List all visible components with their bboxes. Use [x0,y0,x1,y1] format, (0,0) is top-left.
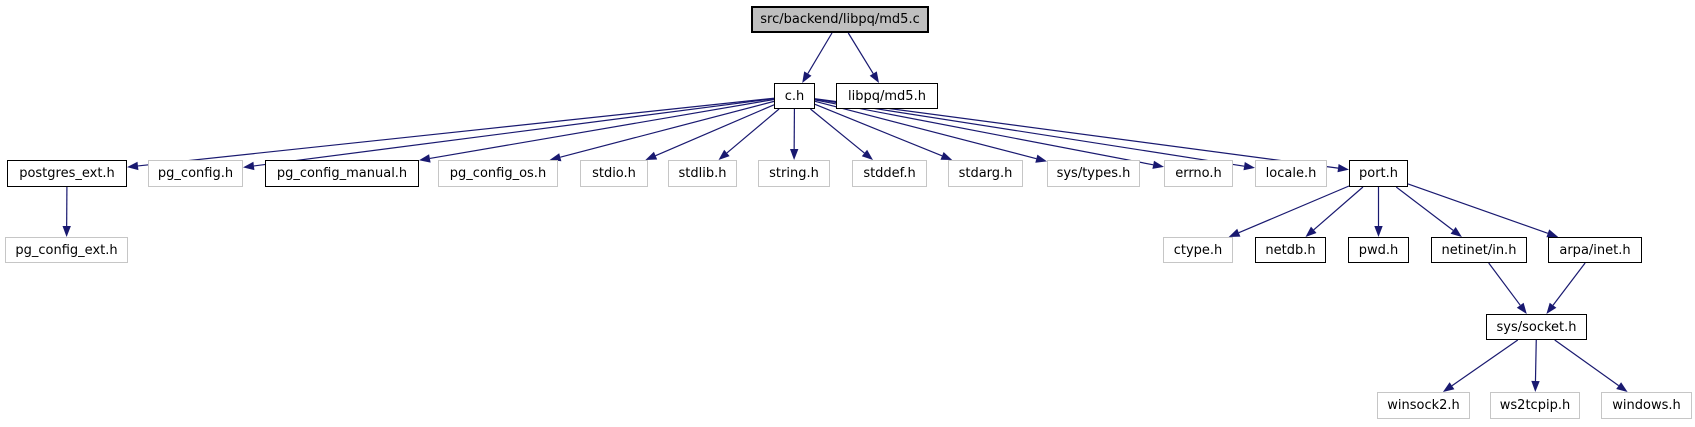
graph-node-sys-socket-h[interactable]: sys/socket.h [1486,314,1587,340]
arrowhead-icon [802,71,812,83]
graph-node-winsock2-h: winsock2.h [1377,392,1470,419]
graph-node-arpa-inet-h[interactable]: arpa/inet.h [1548,237,1642,263]
graph-node-port-h[interactable]: port.h [1349,160,1408,187]
arrowhead-icon [243,161,255,171]
edge-ch-to-locale-h [814,98,1245,167]
arrowhead-icon [1616,382,1628,392]
edge-ch-to-pg-config-h [253,98,775,167]
edge-ch-to-stdlib-h [726,108,780,154]
arrowhead-icon [1531,380,1540,392]
arrowhead-icon [1450,227,1462,237]
edge-ch-to-stdio-h [655,104,775,157]
edge-ch-to-port-h [814,98,1339,169]
graph-node-sys-types-h: sys/types.h [1047,160,1140,187]
graph-node-pg-config-ext-h: pg_config_ext.h [5,237,128,263]
graph-node-stdlib-h: stdlib.h [668,160,737,187]
graph-node-postgres-ext-h[interactable]: postgres_ext.h [7,160,127,187]
edge-ch-to-pg-config-os-h [560,100,775,158]
arrowhead-icon [1243,162,1255,171]
edge-ch-to-stdarg-h [814,103,943,157]
arrowhead-icon [790,149,799,160]
edge-root-to-libpq-md5-h [847,32,874,74]
arrowhead-icon [419,154,431,163]
arrowhead-icon [1442,382,1455,392]
graph-node-ch[interactable]: c.h [774,83,815,109]
arrowhead-icon [127,161,139,171]
arrowhead-icon [940,152,953,160]
edge-port-h-to-ctype-h [1238,185,1350,234]
graph-node-pg-config-manual-h[interactable]: pg_config_manual.h [265,160,419,187]
edge-ch-to-errno-h [814,99,1154,166]
arrowhead-icon [549,153,562,162]
graph-node-netinet-in-h[interactable]: netinet/in.h [1431,237,1527,263]
edge-sys-socket-h-to-winsock2-h [1451,339,1519,387]
arrowhead-icon [718,149,730,160]
graph-node-pwd-h[interactable]: pwd.h [1348,237,1409,263]
graph-node-ctype-h: ctype.h [1163,237,1233,263]
graph-node-string-h: string.h [758,160,830,187]
edge-sys-socket-h-to-windows-h [1554,339,1619,387]
arrowhead-icon [645,151,658,160]
graph-node-root: src/backend/libpq/md5.c [751,6,929,33]
edge-port-h-to-netdb-h [1313,186,1364,231]
edge-port-h-to-netinet-in-h [1395,186,1454,231]
arrowhead-icon [62,226,71,237]
arrowhead-icon [1546,302,1557,314]
edge-port-h-to-arpa-inet-h [1407,183,1549,234]
edge-ch-to-pg-config-manual-h [429,98,775,160]
arrowhead-icon [1546,229,1559,238]
graph-node-stddef-h: stddef.h [852,160,927,187]
edge-arpa-inet-h-to-sys-socket-h [1552,262,1586,306]
graph-node-pg-config-h: pg_config.h [148,160,243,187]
edge-netinet-in-h-to-sys-socket-h [1488,262,1521,306]
edge-sys-socket-h-to-ws2tcpip-h [1534,339,1537,382]
graph-node-netdb-h[interactable]: netdb.h [1255,237,1326,263]
graph-node-windows-h: windows.h [1601,392,1692,419]
graph-node-errno-h: errno.h [1164,160,1233,187]
arrowhead-icon [861,149,873,160]
arrowhead-icon [1035,154,1047,163]
arrowhead-icon [1337,164,1349,173]
edge-ch-to-postgres-ext-h [137,97,775,167]
arrowhead-icon [1228,228,1241,237]
arrowhead-icon [1516,302,1527,314]
graph-node-locale-h: locale.h [1255,160,1327,187]
graph-node-stdarg-h: stdarg.h [948,160,1023,187]
graph-node-libpq-md5-h[interactable]: libpq/md5.h [836,83,938,109]
graph-node-ws2tcpip-h: ws2tcpip.h [1490,392,1580,419]
edge-ch-to-sys-types-h [814,100,1037,160]
arrowhead-icon [1152,160,1164,169]
arrowhead-icon [1305,226,1317,237]
arrowhead-icon [869,71,879,83]
edge-ch-to-stddef-h [810,108,865,154]
arrowhead-icon [1374,226,1383,237]
graph-node-stdio-h: stdio.h [580,160,648,187]
edge-root-to-ch [807,32,833,74]
graph-node-pg-config-os-h: pg_config_os.h [438,160,558,187]
